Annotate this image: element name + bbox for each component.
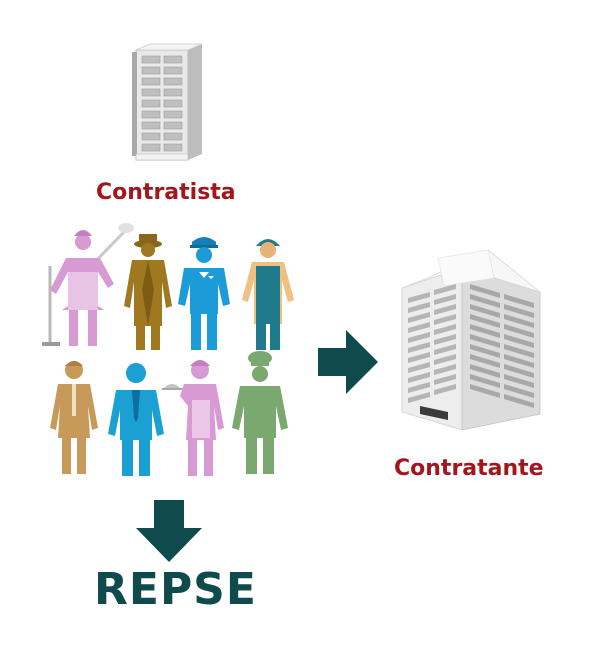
office-woman-worker-icon <box>50 361 98 474</box>
waitress-worker-icon <box>162 360 224 476</box>
repse-label: REPSE <box>94 564 257 615</box>
large-office-building-icon <box>401 249 541 431</box>
arrow-right-icon <box>318 330 378 394</box>
police-worker-icon <box>178 237 230 350</box>
arrow-down-icon <box>136 500 202 562</box>
mechanic-worker-icon <box>242 239 294 350</box>
cleaner-worker-icon <box>42 223 134 346</box>
small-office-building-icon <box>132 43 203 161</box>
chef-worker-icon <box>232 351 288 474</box>
contratante-label: Contratante <box>394 456 544 481</box>
businessman-worker-icon <box>108 363 164 476</box>
contratista-label: Contratista <box>96 180 236 205</box>
detective-worker-icon <box>124 234 172 350</box>
